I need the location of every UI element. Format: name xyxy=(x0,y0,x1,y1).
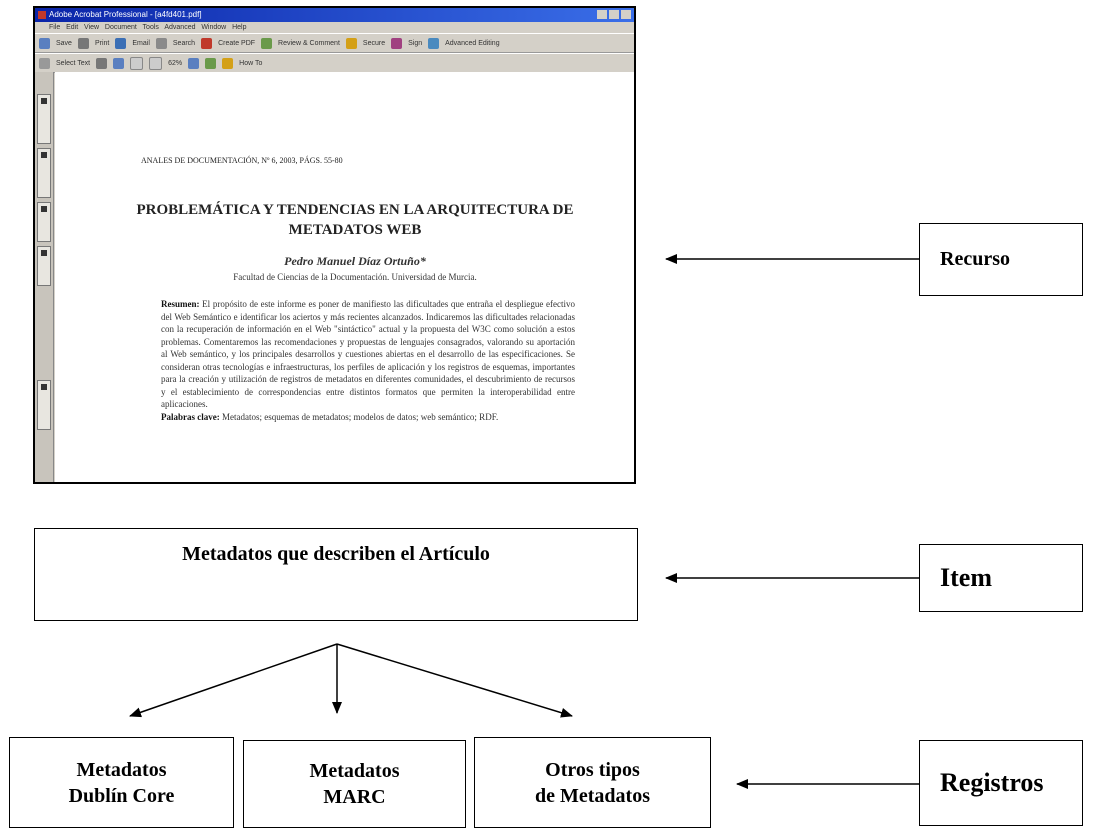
registro-dublin-core: Metadatos Dublín Core xyxy=(9,737,234,828)
pdf-abstract-label: Resumen: xyxy=(161,299,200,309)
pdf-journal-header: ANALES DE DOCUMENTACIÓN, Nº 6, 2003, PÁG… xyxy=(141,156,343,165)
navigation-pane xyxy=(35,72,54,482)
pdf-author: Pedro Manuel Díaz Ortuño* xyxy=(284,254,426,268)
menu-help[interactable]: Help xyxy=(232,24,247,31)
item-metadata-box: Metadatos que describen el Artículo xyxy=(34,528,638,621)
arrow-to-otros xyxy=(336,643,573,718)
workspace: ANALES DE DOCUMENTACIÓN, Nº 6, 2003, PÁG… xyxy=(35,72,634,482)
sign-icon[interactable] xyxy=(391,37,403,49)
menu-view[interactable]: View xyxy=(84,24,100,31)
signatures-tab[interactable] xyxy=(37,148,51,198)
fit-width-icon[interactable] xyxy=(149,56,163,70)
pdf-affiliation: Facultad de Ciencias de la Documentación… xyxy=(233,272,477,282)
page-view-icon[interactable] xyxy=(130,56,144,70)
create-pdf-icon[interactable] xyxy=(201,37,213,49)
arrow-to-dublin-core xyxy=(129,643,338,718)
create-pdf-button[interactable]: Create PDF xyxy=(218,39,256,47)
registro-marc: Metadatos MARC xyxy=(243,740,466,828)
label-registros: Registros xyxy=(919,740,1083,826)
registro-otros-line1: Otros tipos xyxy=(545,758,640,781)
menu-document[interactable]: Document xyxy=(104,24,137,31)
print-button[interactable]: Print xyxy=(94,39,110,47)
rotate-icon[interactable] xyxy=(205,57,217,69)
close-icon[interactable] xyxy=(621,10,631,19)
how-to-button[interactable]: How To xyxy=(239,59,263,67)
search-icon[interactable] xyxy=(155,37,167,49)
zoom-icon[interactable] xyxy=(113,57,125,69)
toolbar-main: Save Print Email Search Create PDF Revie… xyxy=(35,33,634,53)
sign-button[interactable]: Sign xyxy=(408,39,423,47)
pdf-keywords-text: Metadatos; esquemas de metadatos; modelo… xyxy=(222,411,499,422)
signatures-icon xyxy=(41,152,47,158)
pdf-keywords-label: Palabras clave: xyxy=(161,411,220,422)
label-item-text: Item xyxy=(940,563,992,592)
menu-tools[interactable]: Tools xyxy=(142,24,159,31)
review-comment-icon[interactable] xyxy=(261,37,273,49)
label-recurso-text: Recurso xyxy=(940,248,1010,270)
zoom-in-icon[interactable] xyxy=(188,57,200,69)
bookmarks-tab[interactable] xyxy=(37,94,51,144)
registro-dublin-core-line2: Dublín Core xyxy=(68,784,175,807)
registro-otros-line2: de Metadatos xyxy=(535,784,650,807)
pdf-page: ANALES DE DOCUMENTACIÓN, Nº 6, 2003, PÁG… xyxy=(55,72,634,482)
item-metadata-text: Metadatos que describen el Artículo xyxy=(182,543,490,565)
print-icon[interactable] xyxy=(77,37,89,49)
layers-icon xyxy=(41,206,47,212)
advanced-editing-button[interactable]: Advanced Editing xyxy=(445,39,500,47)
maximize-icon[interactable] xyxy=(609,10,619,19)
email-button[interactable]: Email xyxy=(132,39,150,47)
save-button[interactable]: Save xyxy=(56,39,72,47)
menu-bar: File Edit View Document Tools Advanced W… xyxy=(35,22,634,33)
toolbar-secondary: Select Text 62% How To xyxy=(35,53,634,73)
pages-icon xyxy=(41,250,47,256)
minimize-icon[interactable] xyxy=(597,10,607,19)
layers-tab[interactable] xyxy=(37,202,51,242)
comments-tab[interactable] xyxy=(37,380,51,430)
bookmarks-icon xyxy=(41,98,47,104)
pages-tab[interactable] xyxy=(37,246,51,286)
comments-icon xyxy=(41,384,47,390)
pdf-abstract: Resumen: El propósito de este informe es… xyxy=(161,298,575,482)
advanced-editing-icon[interactable] xyxy=(428,37,440,49)
label-registros-text: Registros xyxy=(940,768,1044,797)
review-comment-button[interactable]: Review & Comment xyxy=(278,39,340,47)
registro-dublin-core-line1: Metadatos xyxy=(76,758,167,781)
zoom-level[interactable]: 62% xyxy=(168,59,183,67)
pdf-title: PROBLEMÁTICA Y TENDENCIAS EN LA ARQUITEC… xyxy=(136,202,574,238)
window-title: Adobe Acrobat Professional - [a4fd401.pd… xyxy=(49,10,202,19)
registro-otros: Otros tipos de Metadatos xyxy=(474,737,711,828)
menu-edit[interactable]: Edit xyxy=(66,24,79,31)
save-icon[interactable] xyxy=(39,37,50,49)
menu-file[interactable]: File xyxy=(49,24,61,31)
select-text-button[interactable]: Select Text xyxy=(56,59,91,67)
registro-marc-line2: MARC xyxy=(323,786,386,808)
label-item: Item xyxy=(919,544,1083,612)
menu-advanced[interactable]: Advanced xyxy=(164,24,196,31)
pdf-abstract-text: El propósito de este informe es poner de… xyxy=(161,299,575,409)
hand-tool-icon[interactable] xyxy=(39,57,50,69)
secure-button[interactable]: Secure xyxy=(362,39,386,47)
search-button[interactable]: Search xyxy=(172,39,196,47)
label-recurso: Recurso xyxy=(919,223,1083,296)
help-icon[interactable] xyxy=(222,57,234,69)
email-icon[interactable] xyxy=(115,37,127,49)
acrobat-app-icon xyxy=(38,11,46,19)
registro-marc-line1: Metadatos xyxy=(309,760,400,782)
snapshot-icon[interactable] xyxy=(96,57,108,69)
menu-window[interactable]: Window xyxy=(201,24,227,31)
window-titlebar: Adobe Acrobat Professional - [a4fd401.pd… xyxy=(35,8,634,22)
resource-screenshot: Adobe Acrobat Professional - [a4fd401.pd… xyxy=(33,6,636,484)
secure-icon[interactable] xyxy=(345,37,357,49)
